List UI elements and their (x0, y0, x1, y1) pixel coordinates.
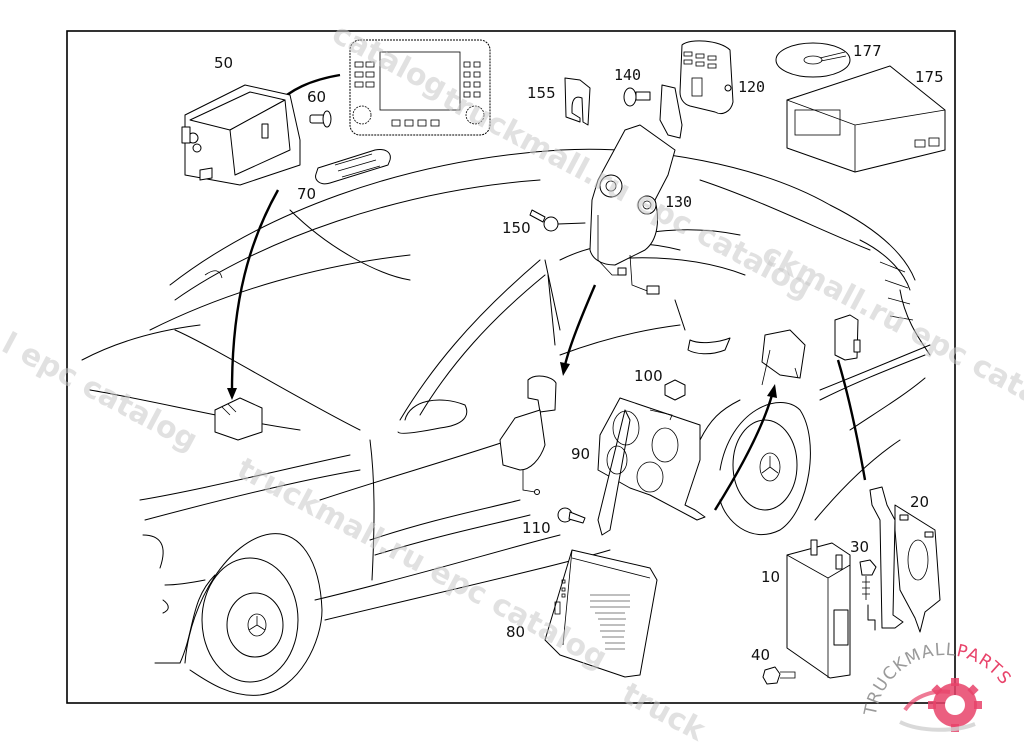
part-70-remote[interactable] (315, 149, 391, 185)
callout-labels: 50 60 70 155 140 120 177 175 130 150 100… (214, 42, 944, 664)
assembly-arrows (227, 73, 867, 511)
diagram-frame (66, 30, 956, 704)
part-150-screw[interactable] (529, 209, 586, 232)
part-20-bracket[interactable] (869, 486, 941, 633)
callout-175[interactable]: 175 (915, 68, 944, 86)
gear-icon (899, 678, 982, 732)
callout-100[interactable]: 100 (634, 367, 663, 385)
part-30-bolt[interactable] (859, 559, 877, 631)
part-130-holder[interactable] (589, 84, 683, 295)
part-10-control-unit[interactable] (786, 539, 851, 679)
callout-80[interactable]: 80 (506, 623, 525, 641)
callout-120[interactable]: 120 (738, 78, 765, 96)
part-rear-control-unit[interactable] (834, 314, 861, 361)
part-110-screw[interactable] (557, 507, 586, 524)
part-175-changer[interactable] (786, 65, 946, 173)
callout-50[interactable]: 50 (214, 54, 233, 72)
callout-90[interactable]: 90 (571, 445, 590, 463)
callout-40[interactable]: 40 (751, 646, 770, 664)
watermark-text: truckmall.ru epc catalog (231, 451, 612, 676)
callout-177[interactable]: 177 (853, 42, 882, 60)
callout-110[interactable]: 110 (522, 519, 551, 537)
part-120-unit[interactable] (679, 40, 734, 115)
callout-30[interactable]: 30 (850, 538, 869, 556)
truckmall-parts-logo: TRUCKMALLPARTS (860, 640, 1014, 732)
callout-150[interactable]: 150 (502, 219, 531, 237)
part-177-disc[interactable] (775, 42, 851, 78)
part-dash-module[interactable] (214, 397, 263, 441)
part-head-unit-display[interactable] (349, 39, 491, 136)
watermark-text: l epc catalog (0, 326, 203, 458)
part-50-module[interactable] (181, 84, 301, 186)
part-140-bolt[interactable] (623, 87, 651, 107)
part-phone-cradle[interactable] (499, 375, 557, 495)
part-60-screw[interactable] (309, 110, 332, 128)
part-100-nut[interactable] (664, 379, 686, 401)
callout-10[interactable]: 10 (761, 568, 780, 586)
callout-140[interactable]: 140 (614, 66, 641, 84)
callout-155[interactable]: 155 (527, 84, 556, 102)
callout-20[interactable]: 20 (910, 493, 929, 511)
callout-130[interactable]: 130 (665, 193, 692, 211)
watermark-text: truckmall.ru epc catalog (436, 81, 817, 306)
part-door-module[interactable] (761, 329, 806, 386)
callout-60[interactable]: 60 (307, 88, 326, 106)
part-80-amplifier[interactable] (544, 549, 658, 678)
part-155-clip[interactable] (564, 77, 591, 126)
watermark-text: truck (616, 676, 711, 749)
part-90-bracket[interactable] (597, 397, 706, 536)
callout-70[interactable]: 70 (297, 185, 316, 203)
part-40-screw[interactable] (762, 666, 796, 685)
